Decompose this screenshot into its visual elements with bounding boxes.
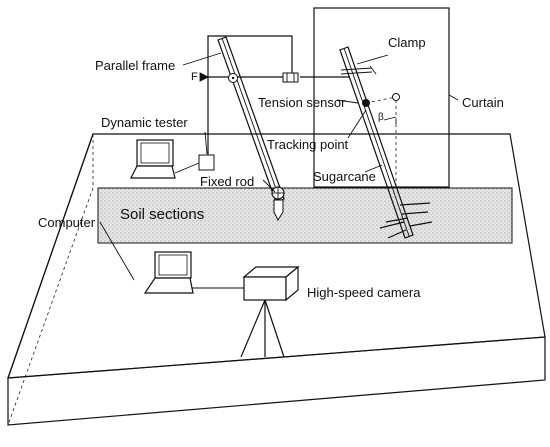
test-bed-box bbox=[7, 133, 546, 426]
high-speed-camera bbox=[240, 265, 300, 358]
label-parallel-frame: Parallel frame bbox=[95, 58, 175, 73]
laptop-bottom bbox=[143, 251, 244, 294]
label-soil-sections: Soil sections bbox=[120, 206, 204, 223]
dynamic-tester-box bbox=[198, 154, 215, 171]
tension-sensor-box bbox=[282, 72, 299, 83]
label-tension-sensor: Tension sensor bbox=[258, 95, 346, 110]
label-tracking-point: Tracking point bbox=[267, 137, 349, 152]
label-beta: β bbox=[378, 112, 384, 123]
label-high-speed-camera: High-speed camera bbox=[307, 285, 421, 300]
label-dynamic-tester: Dynamic tester bbox=[101, 115, 188, 130]
sugarcane-stalk bbox=[339, 46, 414, 239]
label-force: F bbox=[191, 71, 198, 83]
label-sugarcane: Sugarcane bbox=[313, 169, 376, 184]
curtain-panel bbox=[313, 7, 450, 188]
sugarcane-roots bbox=[379, 202, 433, 239]
label-curtain: Curtain bbox=[462, 95, 504, 110]
label-clamp: Clamp bbox=[388, 35, 426, 50]
soil-sections-band bbox=[97, 187, 513, 244]
parallel-frame bbox=[199, 35, 350, 155]
label-computer: Computer bbox=[38, 215, 96, 230]
laptop-top bbox=[130, 139, 200, 179]
fixed-rod bbox=[217, 36, 285, 222]
label-fixed-rod: Fixed rod bbox=[200, 174, 254, 189]
